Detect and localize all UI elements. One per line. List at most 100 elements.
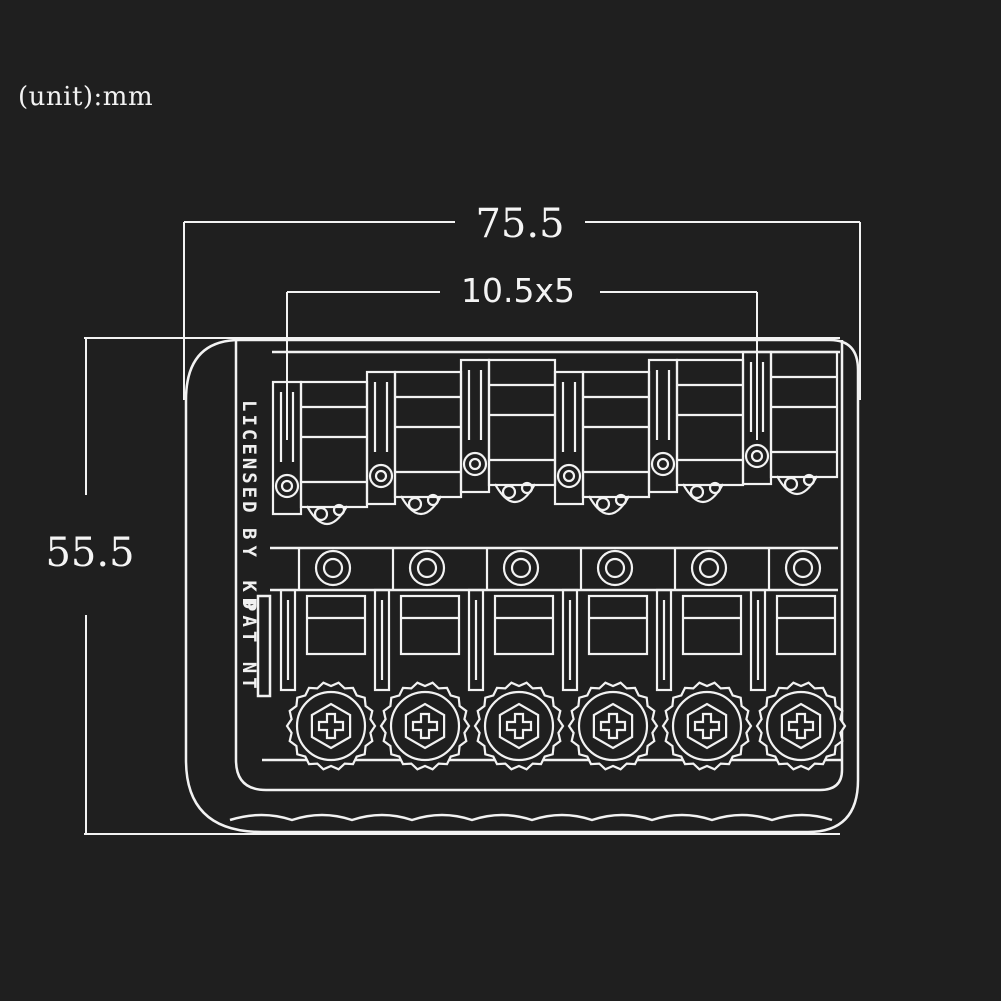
engraving-line-3: PAT NT [238,600,260,693]
intonation-screw-socket [698,557,720,579]
saddle-block [299,380,369,509]
lower-carriage [681,594,743,656]
overall-length-label: 55.5 [45,530,134,576]
wheel-knurl [285,681,377,771]
intonation-screw-icon [690,549,728,587]
hex-screw-socket [656,457,670,471]
hex-head-icon [780,702,822,750]
thumb-wheel-icon [567,681,659,771]
wheel-knurl [567,681,659,771]
hex-head-icon [498,702,540,750]
saddle-block [675,358,745,487]
hex-screw-socket [562,469,576,483]
engraving-plate [256,594,272,698]
intonation-screw-socket [416,557,438,579]
engraving: LICENSED BY KD PAT NT [238,400,260,693]
spring-guide [467,588,485,692]
wheel-rim [295,690,367,762]
saddle-5 [647,358,753,771]
phillips-cross-icon [411,712,439,740]
saddle-6 [741,350,847,771]
hex-head-icon [404,702,446,750]
wheel-rim [389,690,461,762]
unit-label: (unit):mm [18,82,154,112]
roller-pin [407,496,423,512]
roller-pin [426,493,440,507]
saddle-group [271,350,847,771]
engraving-line-2: BY KD [238,528,260,615]
hex-screw-icon [368,463,394,489]
saddle-block [393,370,463,499]
intonation-screw-icon [502,549,540,587]
hex-screw-icon [556,463,582,489]
phillips-cross-icon [599,712,627,740]
length-dimension [84,337,840,835]
height-post [647,358,679,494]
height-post [553,370,585,506]
spring-guide [749,588,767,692]
hex-screw-icon [650,451,676,477]
bottom-scallops [229,813,833,822]
spacing-dimension [286,291,758,440]
lower-carriage [493,594,555,656]
height-post [741,350,773,486]
height-post [459,358,491,494]
thumb-wheel-icon [755,681,847,771]
intonation-screw-icon [314,549,352,587]
spring-guide [561,588,579,692]
wheel-knurl [473,681,565,771]
overall-width-label: 75.5 [475,201,564,247]
saddle-2 [365,370,471,771]
roller-pin [783,476,799,492]
wheel-knurl [755,681,847,771]
hex-screw-socket [374,469,388,483]
saddle-4 [553,370,659,771]
intonation-screw-icon [596,549,634,587]
height-post [365,370,397,506]
saddle-block [487,358,557,487]
spring-guide [279,588,297,692]
width-dimension [183,221,861,400]
bridge-body [184,338,860,834]
saddle-1 [271,380,377,771]
height-post [271,380,303,516]
intonation-screw-icon [408,549,446,587]
roller-pin [802,473,816,487]
thumb-wheel-icon [379,681,471,771]
lower-carriage [775,594,837,656]
phillips-cross-icon [317,712,345,740]
thumb-wheel-icon [473,681,565,771]
hex-screw-icon [462,451,488,477]
saddle-block [769,350,839,479]
wheel-rim [483,690,555,762]
hex-head-icon [310,702,352,750]
intonation-screw-socket [792,557,814,579]
thumb-wheel-icon [285,681,377,771]
hex-screw-socket [280,479,294,493]
phillips-cross-icon [505,712,533,740]
intonation-screw-socket [322,557,344,579]
roller-pin [614,493,628,507]
wheel-rim [577,690,649,762]
hex-screw-icon [274,473,300,499]
roller-pin [501,484,517,500]
phillips-cross-icon [787,712,815,740]
hex-screw-socket [750,449,764,463]
intonation-screw-icon [784,549,822,587]
roller-pin [689,484,705,500]
hex-screw-socket [468,457,482,471]
hex-screw-icon [744,443,770,469]
spring-guide [373,588,391,692]
roller-pin [595,496,611,512]
lower-carriage [399,594,461,656]
wheel-rim [765,690,837,762]
intonation-screw-socket [604,557,626,579]
engraving-line-1: LICENSED [238,400,260,516]
inner-rail-outline [234,340,844,792]
hex-head-icon [592,702,634,750]
string-spacing-label: 10.5x5 [461,271,575,310]
wheel-rim [671,690,743,762]
spring-guide [655,588,673,692]
wheel-knurl [661,681,753,771]
